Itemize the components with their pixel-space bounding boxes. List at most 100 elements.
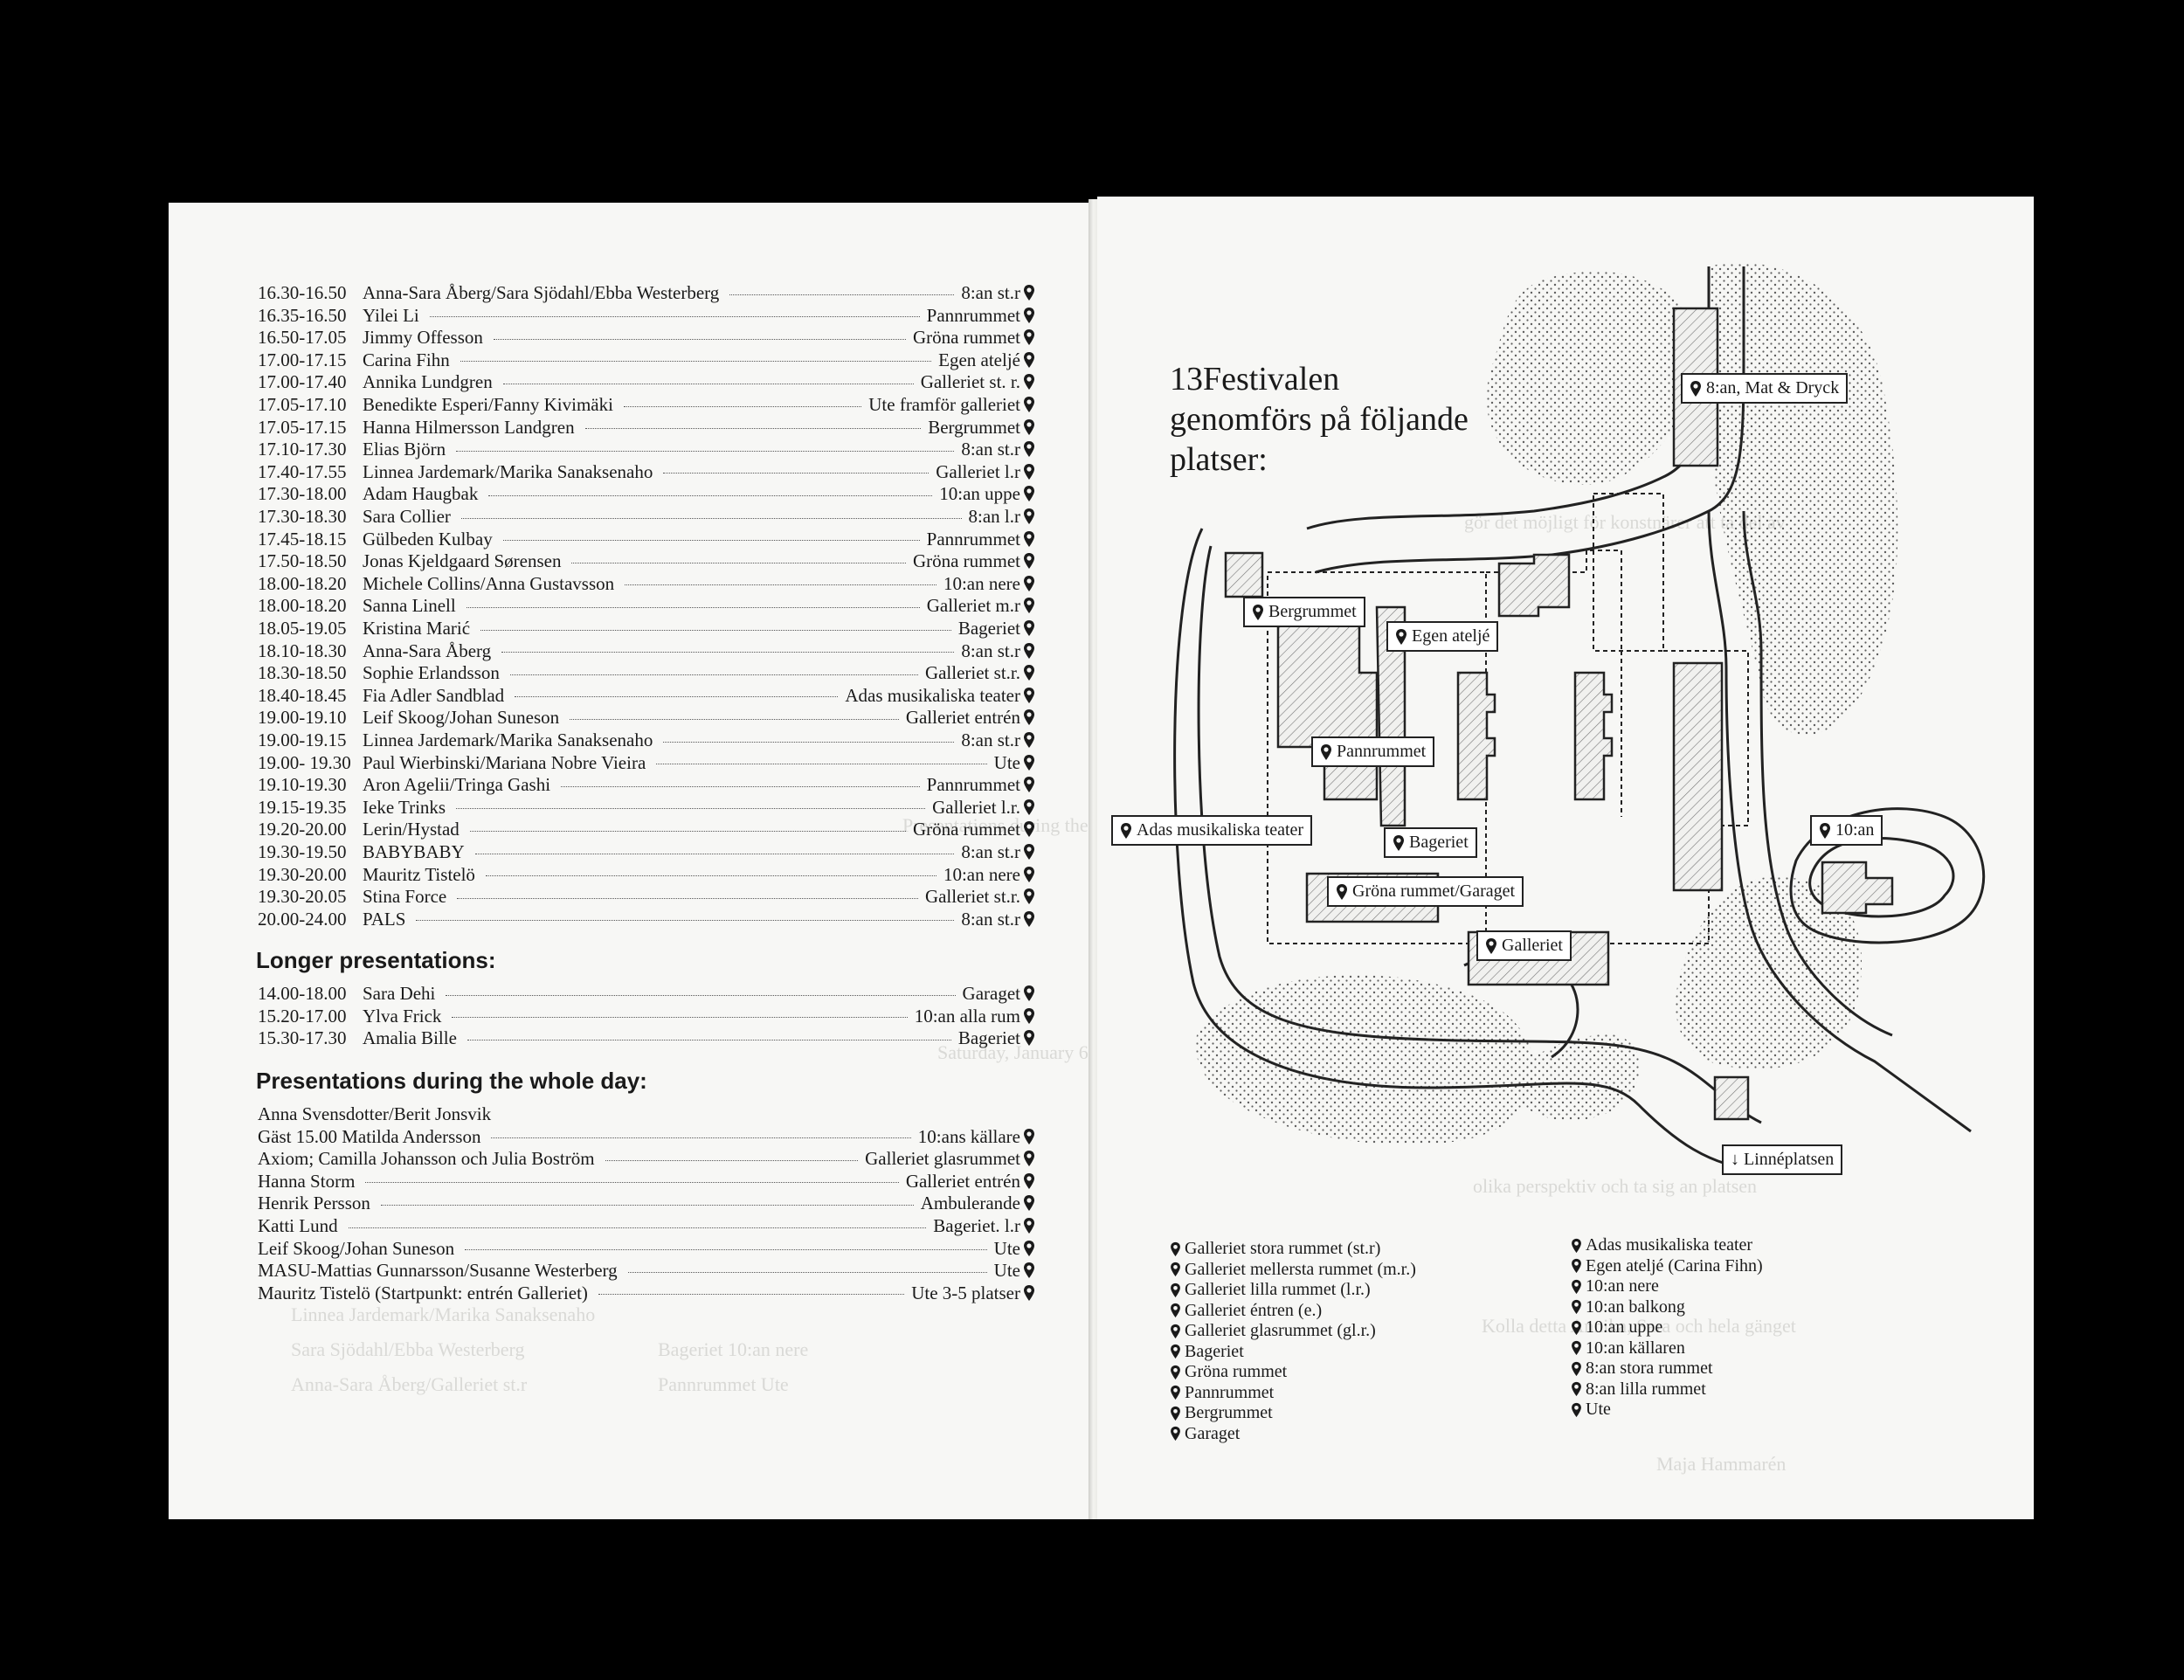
row-location: Egen ateljé [938, 349, 1020, 370]
location-pin-icon [1023, 418, 1035, 436]
location-pin-icon [1023, 866, 1035, 883]
legend-item: Pannrummet [1170, 1383, 1416, 1404]
row-location: 8:an st.r [961, 908, 1020, 930]
legend-item: Galleriet lilla rummet (l.r.) [1170, 1280, 1416, 1301]
location-pin-icon [1023, 843, 1035, 861]
show-through-text-5: Bageriet 10:an nere [658, 1338, 809, 1360]
map-label-text: Pannrummet [1337, 742, 1427, 761]
building-south [1713, 1075, 1750, 1121]
location-pin-icon [1336, 883, 1348, 901]
map-label-text: Linnéplatsen [1744, 1150, 1835, 1169]
legend-item: Galleriet glasrummet (gl.r.) [1170, 1321, 1416, 1342]
location-pin-icon [1023, 1128, 1035, 1145]
location-pin-icon [1571, 1238, 1582, 1254]
leader-dots [729, 294, 955, 295]
row-name: Ylva Frick [363, 1005, 442, 1027]
location-pin-icon [1023, 552, 1035, 570]
location-pin-icon [1023, 575, 1035, 592]
row-time: 19.15-19.35 [258, 796, 347, 818]
row-location: Garaget [962, 983, 1020, 1004]
row-time: 17.00-17.15 [258, 349, 347, 370]
row-time: 19.30-19.50 [258, 841, 347, 862]
row-name: Yilei Li [363, 304, 419, 326]
row-location: Ute [993, 751, 1020, 773]
location-pin-icon [1023, 597, 1035, 614]
location-pin-icon [1023, 642, 1035, 660]
row-location: 8:an st.r [961, 439, 1020, 460]
location-pin-icon [1023, 463, 1035, 480]
row-name: Stina Force [363, 886, 447, 908]
location-pin-icon [1023, 1194, 1035, 1212]
map-label-text: Bergrummet [1268, 602, 1357, 621]
legend-text: Adas musikaliska teater [1586, 1235, 1753, 1255]
row-location: 8:an st.r [961, 841, 1020, 862]
location-pin-icon [1170, 1282, 1181, 1298]
location-pin-icon [1023, 754, 1035, 771]
row-time: 19.10-19.30 [258, 774, 347, 796]
location-pin-icon [1170, 1406, 1181, 1421]
location-pin-icon [1023, 731, 1035, 749]
row-location: 8:an st.r [961, 729, 1020, 750]
legend-item: Ute [1571, 1400, 1763, 1421]
show-through-text-3: Sara Sjödahl/Ebba Westerberg [291, 1338, 525, 1360]
row-time: 18.10-18.30 [258, 640, 347, 661]
row-name: Kristina Marić [363, 618, 471, 639]
legend-item: Bageriet [1170, 1342, 1416, 1363]
leader-dots [348, 1227, 927, 1228]
row-location: Gröna rummet [912, 819, 1020, 840]
leader-dots [491, 1137, 911, 1139]
map-label-text: 8:an, Mat & Dryck [1706, 378, 1840, 398]
legend-text: Bergrummet [1185, 1403, 1273, 1422]
location-pin-icon [1023, 351, 1035, 369]
row-time: 19.20-20.00 [258, 819, 347, 840]
building-mid-2 [1573, 671, 1614, 801]
row-time: 18.00-18.20 [258, 572, 347, 594]
legend-text: Galleriet mellersta rummet (m.r.) [1185, 1259, 1416, 1279]
location-pin-icon [1819, 822, 1831, 840]
leader-dots [429, 316, 920, 318]
location-pin-icon [1170, 1344, 1181, 1359]
location-pin-icon [1170, 1303, 1181, 1318]
row-location: 10:an nere [943, 863, 1020, 885]
location-pin-icon [1571, 1361, 1582, 1377]
leader-dots [605, 1159, 859, 1161]
row-location: Pannrummet [926, 528, 1020, 550]
legend-text: Pannrummet [1185, 1382, 1275, 1402]
row-name: Katti Lund [258, 1215, 338, 1236]
location-pin-icon [1120, 822, 1132, 840]
legend-item: Gröna rummet [1170, 1362, 1416, 1383]
location-pin-icon [1023, 307, 1035, 324]
legend-item: Adas musikaliska teater [1571, 1235, 1763, 1256]
location-pin-icon [1571, 1402, 1582, 1418]
leader-dots [460, 361, 932, 363]
row-name: Benedikte Esperi/Fanny Kivimäki [363, 394, 613, 415]
row-name: Gäst 15.00 Matilda Andersson [258, 1125, 481, 1147]
row-location: Galleriet l.r. [932, 796, 1020, 818]
row-name: Jimmy Offesson [363, 327, 483, 349]
schedule-row: 19.20-20.00 Lerin/Hystad Gröna rummet [258, 818, 1035, 840]
row-name: Ieke Trinks [363, 796, 446, 818]
row-time: 19.30-20.00 [258, 863, 347, 885]
row-name: Henrik Persson [258, 1193, 370, 1214]
map-title: 13Festivalen genomförs på följande plats… [1170, 361, 1469, 478]
row-name: Lerin/Hystad [363, 819, 460, 840]
location-pin-icon [1023, 284, 1035, 301]
row-name: Axiom; Camilla Johansson och Julia Bostr… [258, 1148, 595, 1170]
location-pin-icon [1023, 1284, 1035, 1302]
location-pin-icon [1023, 820, 1035, 838]
leader-dots [663, 741, 955, 743]
row-time: 16.50-17.05 [258, 327, 347, 349]
leader-dots [480, 629, 951, 631]
row-location: Galleriet st.r. [924, 662, 1020, 684]
legend-item: 10:an källaren [1571, 1338, 1763, 1359]
